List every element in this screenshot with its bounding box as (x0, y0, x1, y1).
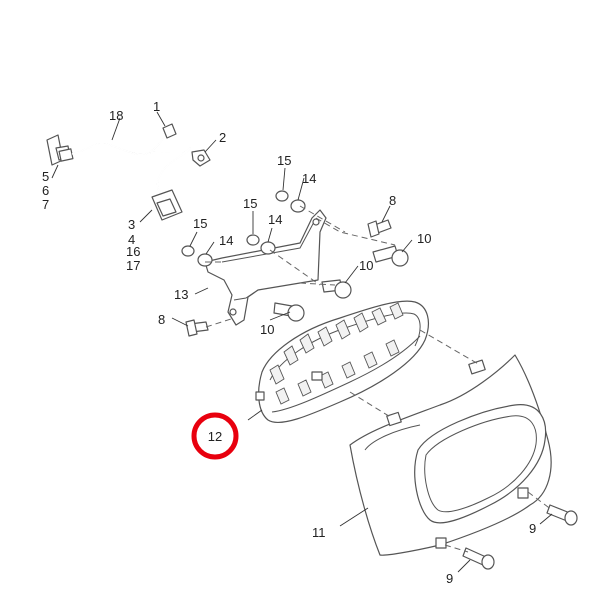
callout-16: 16 (126, 244, 140, 259)
callout-14: 14 (268, 212, 282, 227)
callout-3: 3 (128, 217, 135, 232)
leader-lines (51, 111, 553, 573)
callout-10: 10 (260, 322, 274, 337)
callout-11: 11 (312, 525, 326, 540)
callout-9: 9 (446, 571, 453, 586)
headlamp-surround (349, 354, 552, 556)
callout-7: 7 (42, 197, 49, 212)
callout-8: 8 (158, 312, 165, 327)
callout-15: 15 (193, 216, 207, 231)
callout-14: 14 (302, 171, 316, 186)
callout-15: 15 (243, 196, 257, 211)
wiring-harness (46, 123, 211, 221)
highlight-callout-12: 12 (191, 412, 239, 460)
callout-15: 15 (277, 153, 291, 168)
callout-labels: 1 2 3 4 5 6 7 8 8 9 9 10 10 10 11 13 14 … (42, 99, 536, 586)
headlamp-unit (255, 300, 429, 424)
callout-14: 14 (219, 233, 233, 248)
callout-6: 6 (42, 183, 49, 198)
callout-8: 8 (389, 193, 396, 208)
highlight-ring (191, 412, 239, 460)
callout-9: 9 (529, 521, 536, 536)
nuts-and-washers (181, 190, 306, 267)
mounting-bracket (204, 209, 327, 326)
callout-18: 18 (109, 108, 123, 123)
callout-17: 17 (126, 258, 140, 273)
callout-10: 10 (417, 231, 431, 246)
alignment-lines (205, 205, 553, 553)
callout-2: 2 (219, 130, 226, 145)
callout-13: 13 (174, 287, 188, 302)
callout-1: 1 (153, 99, 160, 114)
callout-5: 5 (42, 169, 49, 184)
callout-10: 10 (359, 258, 373, 273)
callout-4: 4 (128, 232, 135, 247)
callout-12: 12 (208, 429, 222, 444)
